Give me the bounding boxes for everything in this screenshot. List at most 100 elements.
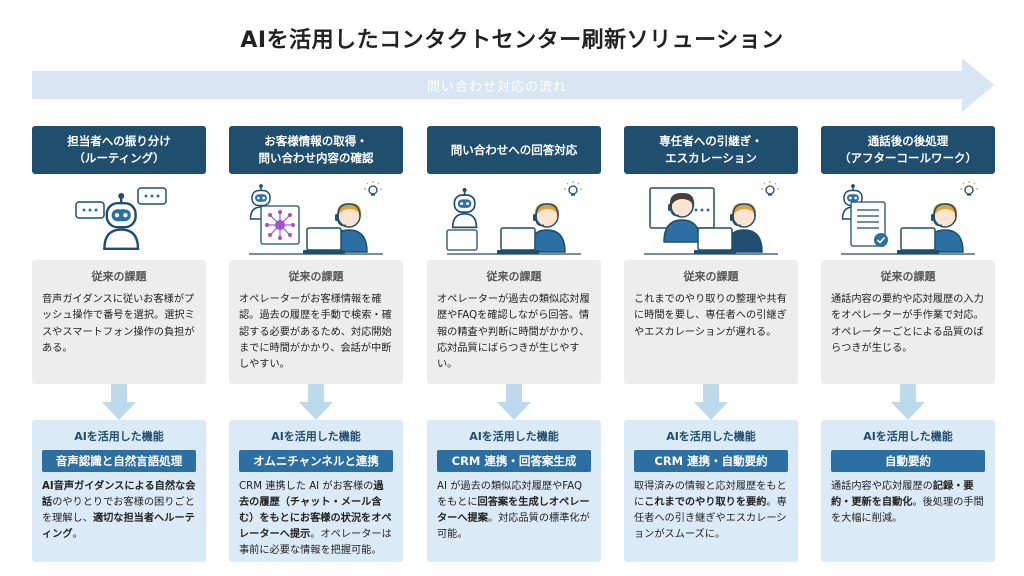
stage-title-line1: お客様情報の取得・ — [264, 134, 368, 149]
process-column-5: 通話後の後処理 （アフターコールワーク） 従来の課題 通話内容の要約や応対履歴の… — [821, 126, 995, 566]
flow-arrow — [32, 58, 994, 112]
issue-text: オペレーターがお客様情報を確認。過去の履歴を手動で検索・確認する必要があるため、… — [239, 294, 392, 371]
process-column-1: 担当者への振り分け （ルーティング） 従来の課題 音声ガイダンスに従いお客様がプ… — [32, 126, 206, 566]
operator-icon — [725, 202, 763, 253]
down-arrow-icon — [299, 384, 333, 420]
ai-feature-label: 自動要約 — [831, 450, 985, 472]
ai-feature-heading: AIを活用した機能 — [74, 430, 164, 443]
issue-text: 音声ガイダンスに従いお客様がプッシュ操作で番号を選択。選択ミスやスマートフォン操… — [42, 294, 195, 354]
ai-text-segment: 。対応品質の標準化が可能。 — [437, 513, 590, 541]
stage-header: 専任者への引継ぎ・ エスカレーション — [624, 126, 798, 174]
stage-title-line2: 問い合わせ内容の確認 — [258, 151, 374, 165]
ai-feature-heading: AIを活用した機能 — [469, 430, 559, 443]
flow-label: 問い合わせ対応の流れ — [426, 80, 567, 95]
ai-feature-text: 通話内容や応対履歴の記録・要約・更新を自動化。後処理の手間を大幅に削減。 — [829, 479, 987, 527]
issue-heading: 従来の課題 — [486, 270, 542, 283]
ai-text-segment: CRM 連携した AI がお客様の — [239, 481, 374, 492]
issue-box: 従来の課題 オペレーターがお客様情報を確認。過去の履歴を手動で検索・確認する必要… — [229, 260, 403, 384]
ai-feature-label: CRM 連携・回答案生成 — [437, 450, 591, 472]
ai-text-segment: AI が過去の類似応対履歴やFAQをもとに — [437, 481, 583, 509]
video-call-operator-icon — [644, 181, 779, 255]
down-arrow-icon — [694, 384, 728, 420]
ai-text-emphasis: AI音声ガイダンスによる自然な会話 — [42, 481, 196, 509]
stage-title-line1: 通話後の後処理 — [867, 134, 949, 149]
down-arrow-icon — [497, 384, 531, 420]
ai-feature-heading: AIを活用した機能 — [863, 430, 953, 443]
ai-feature-heading: AIを活用した機能 — [271, 430, 361, 443]
robot-operator-laptop-icon — [446, 181, 582, 255]
stage-header: 通話後の後処理 （アフターコールワーク） — [821, 126, 995, 174]
lightbulb-icon — [761, 181, 779, 196]
ai-text-emphasis: 回答案を生成しオペレーターへ提案 — [437, 497, 590, 525]
robot-document-operator-icon — [841, 181, 978, 255]
down-arrow-icon — [891, 384, 925, 420]
down-arrow-icon — [102, 384, 136, 420]
stage-title-line1: 問い合わせへの回答対応 — [450, 142, 578, 157]
ai-text-segment: 。後処理の手間を大幅に削減。 — [831, 497, 984, 525]
ai-feature-box: AIを活用した機能 音声認識と自然言語処理 AI音声ガイダンスによる自然な会話の… — [32, 420, 206, 562]
robot-network-operator-icon — [249, 181, 383, 255]
stage-header: 問い合わせへの回答対応 — [427, 126, 601, 174]
chat-bubble-icon — [75, 201, 105, 219]
monitor-icon — [446, 229, 478, 251]
ai-text-emphasis: 過去の履歴（チャット・メール含む）をもとにお客様の状況をオペレーターへ提示 — [239, 481, 392, 541]
operator-icon — [926, 202, 964, 253]
document-check-icon — [850, 201, 888, 247]
ai-feature-label: 音声認識と自然言語処理 — [42, 450, 196, 472]
lightbulb-icon — [364, 181, 382, 196]
ai-text-segment: 取得済みの情報と応対履歴をもとに — [634, 481, 787, 509]
ai-text-emphasis: 記録・要約・更新を自動化 — [831, 481, 974, 509]
issue-box: 従来の課題 音声ガイダンスに従いお客様がプッシュ操作で番号を選択。選択ミスやスマ… — [32, 260, 206, 384]
issue-text: これまでのやり取りの整理や共有に時間を要し、専任者への引継ぎやエスカレーションが… — [634, 294, 787, 338]
issue-box: 従来の課題 これまでのやり取りの整理や共有に時間を要し、専任者への引継ぎやエスカ… — [624, 260, 798, 384]
ai-feature-box: AIを活用した機能 CRM 連携・回答案生成 AI が過去の類似応対履歴やFAQ… — [427, 420, 601, 562]
robot-icon — [103, 193, 140, 251]
process-column-3: 問い合わせへの回答対応 従来の課題 オペレーターが過去の類似応対履歴やFAQを確… — [427, 126, 601, 566]
chat-bubble-icon — [137, 187, 167, 205]
ai-feature-text: AI音声ガイダンスによる自然な会話のやりとりでお客様の困りごとを理解し、適切な担… — [40, 479, 198, 543]
ai-text-segment: 。オペレーターは事前に必要な情報を把握可能。 — [239, 529, 392, 557]
stage-title-line1: 担当者への振り分け — [67, 134, 171, 149]
lightbulb-icon — [564, 181, 582, 196]
ai-text-segment: 通話内容や応対履歴の — [831, 481, 933, 492]
stage-header: 担当者への振り分け （ルーティング） — [32, 126, 206, 174]
dots-icon — [694, 208, 710, 212]
stage-title-line2: （アフターコールワーク） — [839, 151, 977, 165]
ai-feature-label: CRM 連携・自動要約 — [634, 450, 788, 472]
robot-chat-bubbles-icon — [75, 187, 167, 251]
ai-feature-box: AIを活用した機能 オムニチャンネルと連携 CRM 連携した AI がお客様の過… — [229, 420, 403, 562]
process-column-4: 専任者への引継ぎ・ エスカレーション 従来の課題 これまでのやり取りの整理や共有… — [624, 126, 798, 566]
issue-heading: 従来の課題 — [91, 270, 147, 283]
issue-box: 従来の課題 オペレーターが過去の類似応対履歴やFAQを確認しながら回答。情報の精… — [427, 260, 601, 384]
issue-text: 通話内容の要約や応対履歴の入力をオペレーターが手作業で対応。オペレーターごとによ… — [831, 294, 984, 354]
ai-text-segment: のやりとりでお客様の困りごとを理解し、 — [42, 497, 195, 525]
lightbulb-icon — [960, 181, 978, 196]
ai-text-segment: 。専任者への引き継ぎやエスカレーションがスムーズに。 — [634, 497, 787, 541]
flow-arrow-shape — [32, 58, 994, 112]
operator-icon — [663, 192, 701, 243]
issue-text: オペレーターが過去の類似応対履歴やFAQを確認しながら回答。情報の精査や判断に時… — [437, 294, 590, 371]
laptop-icon — [497, 227, 539, 254]
issue-heading: 従来の課題 — [683, 270, 739, 283]
ai-feature-text: CRM 連携した AI がお客様の過去の履歴（チャット・メール含む）をもとにお客… — [237, 479, 395, 560]
laptop-icon — [897, 227, 939, 254]
ai-feature-text: 取得済みの情報と応対履歴をもとにこれまでのやり取りを要約。専任者への引き継ぎやエ… — [632, 479, 790, 543]
stage-title-line1: 専任者への引継ぎ・ — [659, 134, 763, 149]
stage-header: お客様情報の取得・ 問い合わせ内容の確認 — [229, 126, 403, 174]
ai-text-emphasis: これまでのやり取りを要約 — [644, 497, 767, 509]
issue-heading: 従来の課題 — [288, 270, 344, 283]
ai-feature-heading: AIを活用した機能 — [666, 430, 756, 443]
stage-title-line2: エスカレーション — [665, 151, 757, 165]
ai-text-segment: 。 — [72, 529, 83, 541]
issue-box: 従来の課題 通話内容の要約や応対履歴の入力をオペレーターが手作業で対応。オペレー… — [821, 260, 995, 384]
ai-feature-text: AI が過去の類似応対履歴やFAQをもとに回答案を生成しオペレーターへ提案。対応… — [435, 479, 593, 543]
ai-feature-label: オムニチャンネルと連携 — [239, 450, 393, 472]
operator-icon — [528, 202, 566, 253]
robot-icon — [451, 187, 478, 229]
ai-feature-box: AIを活用した機能 自動要約 通話内容や応対履歴の記録・要約・更新を自動化。後処… — [821, 420, 995, 562]
process-column-2: お客様情報の取得・ 問い合わせ内容の確認 従来の課題 オペレーターがお客様情報を… — [229, 126, 403, 566]
issue-heading: 従来の課題 — [880, 270, 936, 283]
ai-feature-box: AIを活用した機能 CRM 連携・自動要約 取得済みの情報と応対履歴をもとにこれ… — [624, 420, 798, 562]
laptop-icon — [303, 227, 345, 254]
page-title: AIを活用したコンタクトセンター刷新ソリューション — [240, 28, 784, 53]
